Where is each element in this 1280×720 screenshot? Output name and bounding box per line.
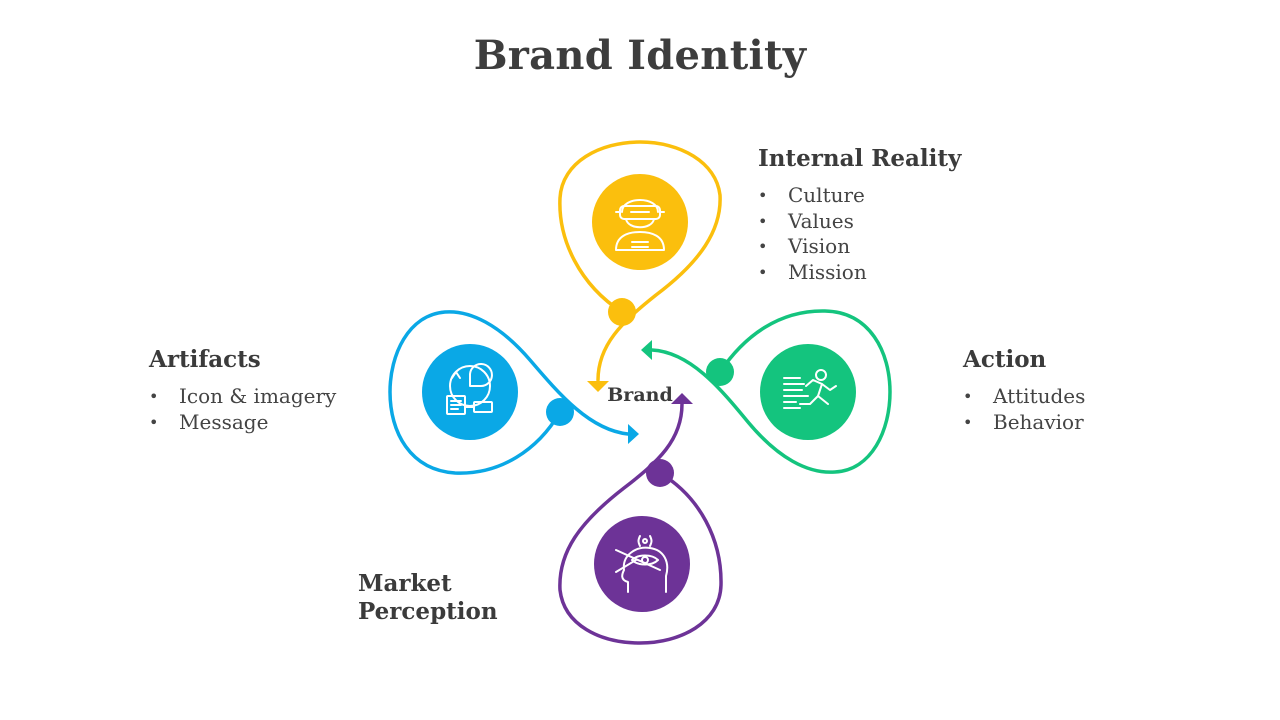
list-item: Vision: [758, 234, 961, 260]
artifacts-dot: [546, 398, 574, 426]
action-arrow-icon: [641, 340, 652, 360]
internal-reality-icon-circle: [592, 174, 688, 270]
list-item: Mission: [758, 260, 961, 286]
artifacts-icon-circle: [422, 344, 518, 440]
head-eye-perception-icon: [615, 535, 669, 593]
market-perception-block: Market Perception: [358, 570, 508, 636]
list-item: Attitudes: [963, 384, 1085, 410]
artifacts-arrow-icon: [628, 424, 639, 444]
internal-reality-loop: [558, 140, 722, 382]
action-list: Attitudes Behavior: [963, 384, 1085, 435]
list-item: Behavior: [963, 410, 1085, 436]
market-perception-heading: Market Perception: [358, 570, 498, 625]
internal-arrow-icon: [587, 381, 609, 392]
action-block: Action Attitudes Behavior: [963, 346, 1085, 435]
artifacts-heading: Artifacts: [149, 346, 261, 373]
market-perception-loop: [558, 402, 723, 645]
list-item: Icon & imagery: [149, 384, 336, 410]
action-dot: [706, 358, 734, 386]
pie-chart-report-icon: [446, 363, 493, 415]
market-arrow-icon: [671, 393, 693, 404]
list-item: Message: [149, 410, 336, 436]
internal-reality-block: Internal Reality Culture Values Vision M…: [758, 145, 961, 285]
brand-center-label: Brand: [607, 384, 673, 406]
page-title: Brand Identity: [473, 32, 807, 79]
artifacts-block: Artifacts Icon & imagery Message: [149, 346, 336, 435]
running-man-icon: [783, 369, 837, 409]
list-item: Culture: [758, 183, 961, 209]
action-icon-circle: [760, 344, 856, 440]
internal-reality-list: Culture Values Vision Mission: [758, 183, 961, 285]
action-loop: [650, 309, 892, 474]
action-heading: Action: [963, 346, 1047, 373]
artifacts-list: Icon & imagery Message: [149, 384, 336, 435]
vr-headset-person-icon: [615, 199, 665, 251]
artifacts-loop: [388, 310, 630, 475]
internal-reality-heading: Internal Reality: [758, 145, 962, 172]
internal-dot: [608, 298, 636, 326]
market-dot: [646, 459, 674, 487]
list-item: Values: [758, 209, 961, 235]
